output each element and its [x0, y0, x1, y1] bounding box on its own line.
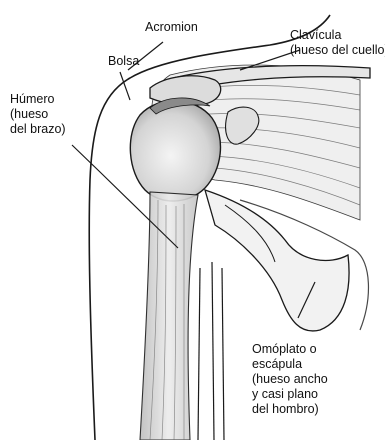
label-humero-line-3: del brazo) — [10, 122, 66, 137]
torso-lines — [198, 262, 224, 440]
label-omoplato-line-2: escápula — [252, 357, 328, 372]
humerus-shaft — [140, 192, 198, 440]
label-omoplato-line-5: del hombro) — [252, 402, 328, 417]
label-humero-line-2: (hueso — [10, 107, 66, 122]
label-omoplato: Omóplato o escápula (hueso ancho y casi … — [252, 342, 328, 417]
label-clavicula-line-2: (hueso del cuello) — [290, 43, 385, 58]
label-clavicula: Clavícula (hueso del cuello) — [290, 28, 385, 58]
humerus-head — [130, 101, 220, 201]
label-humero-line-1: Húmero — [10, 92, 66, 107]
label-omoplato-line-1: Omóplato o — [252, 342, 328, 357]
scapula-bone — [205, 190, 349, 331]
label-bolsa: Bolsa — [108, 54, 139, 69]
label-clavicula-line-1: Clavícula — [290, 28, 385, 43]
label-humero: Húmero (hueso del brazo) — [10, 92, 66, 137]
label-omoplato-line-3: (hueso ancho — [252, 372, 328, 387]
label-acromion: Acromion — [145, 20, 198, 35]
label-omoplato-line-4: y casi plano — [252, 387, 328, 402]
leader-bolsa — [120, 72, 130, 100]
